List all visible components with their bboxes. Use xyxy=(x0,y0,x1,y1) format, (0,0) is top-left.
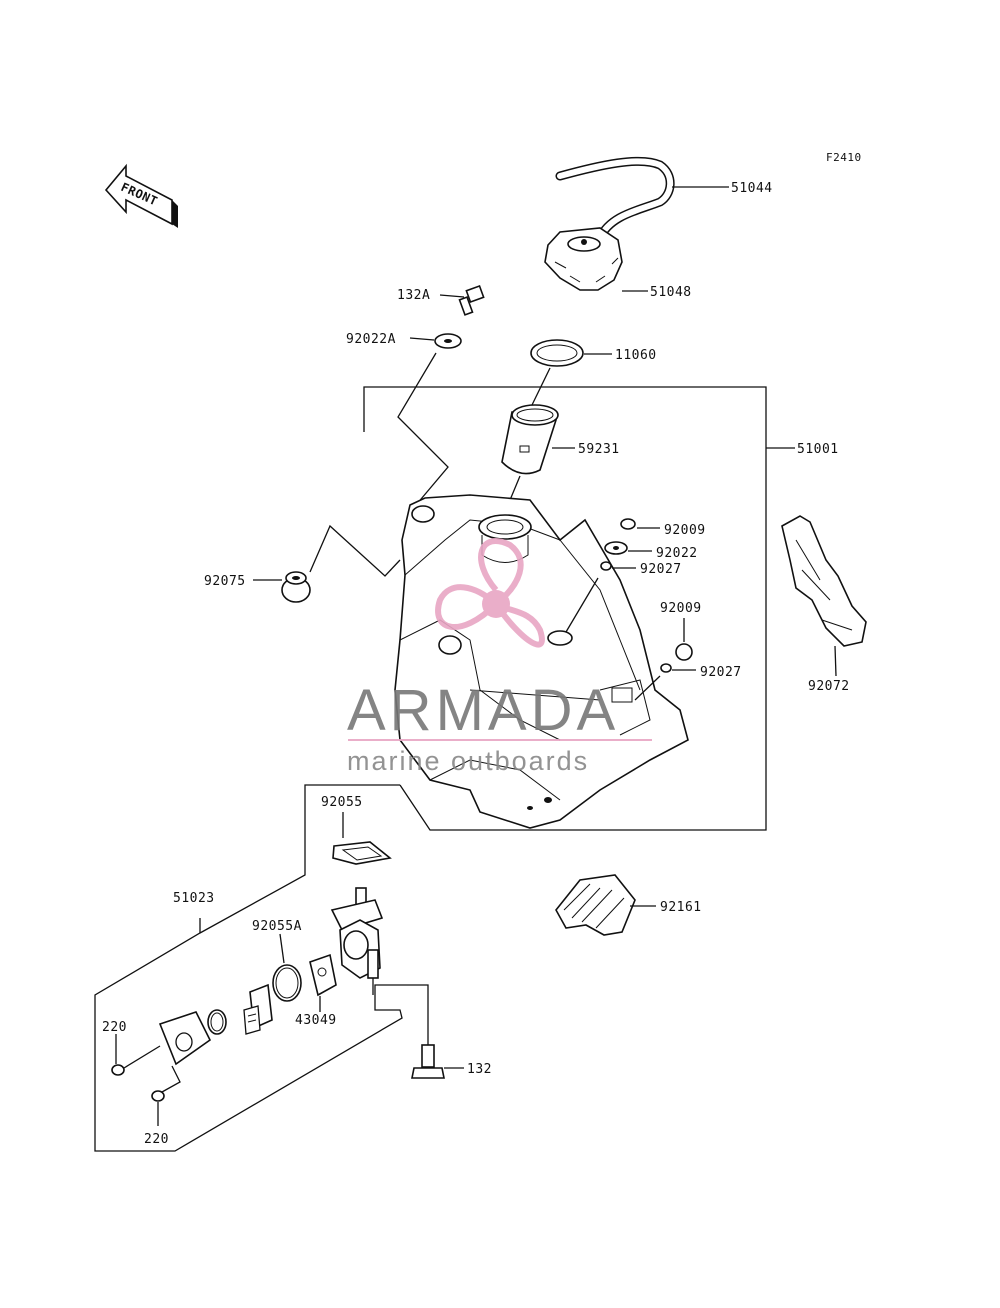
figure-code: F2410 xyxy=(826,151,862,164)
label-92161: 92161 xyxy=(660,900,702,915)
washer-92022 xyxy=(604,541,652,555)
fuel-cock-bracket xyxy=(94,784,429,1152)
watermark-tagline: marine outboards xyxy=(347,746,589,776)
label-92027-upper: 92027 xyxy=(640,562,682,577)
fuel-cock-cover-plate xyxy=(158,1011,212,1066)
fuel-cock-body xyxy=(330,887,384,995)
fuel-cap xyxy=(544,227,648,292)
gasket-43049 xyxy=(309,953,337,1012)
label-92055: 92055 xyxy=(321,795,363,810)
label-11060: 11060 xyxy=(615,348,657,363)
gasket-11060 xyxy=(530,339,612,406)
label-43049: 43049 xyxy=(295,1013,337,1028)
breather-hose xyxy=(555,156,729,243)
nut-92027-upper xyxy=(565,561,636,633)
label-220-upper: 220 xyxy=(102,1020,127,1035)
tank-strap-92072 xyxy=(781,515,867,677)
label-132a: 132A xyxy=(397,288,430,303)
label-92009-upper: 92009 xyxy=(664,523,706,538)
label-92075: 92075 xyxy=(204,574,246,589)
fuel-cock-lever xyxy=(243,983,273,1035)
tank-assembly-bracket xyxy=(363,386,795,831)
screw-220-lower xyxy=(151,1065,181,1126)
gasket-92055 xyxy=(332,812,392,865)
rubber-cover-92161 xyxy=(555,874,656,936)
label-51048: 51048 xyxy=(650,285,692,300)
front-arrow-icon: FRONT xyxy=(104,163,178,228)
o-ring-92055a xyxy=(272,933,302,1002)
fuel-filter-59231 xyxy=(501,404,575,513)
fuel-tank-body xyxy=(394,494,689,829)
label-92072: 92072 xyxy=(808,679,850,694)
watermark-logo-icon xyxy=(435,538,545,648)
nut-92027-lower xyxy=(634,663,696,701)
label-92022a: 92022A xyxy=(346,332,396,347)
label-51044: 51044 xyxy=(731,181,773,196)
bolt-92009-upper xyxy=(620,518,660,530)
small-o-ring xyxy=(207,1009,227,1035)
washer-92022a xyxy=(397,333,462,506)
bolt-132 xyxy=(411,1044,464,1079)
bolt-92009-lower xyxy=(675,618,693,661)
label-92027-lower: 92027 xyxy=(700,665,742,680)
armada-watermark: ARMADA marine outboards xyxy=(347,538,652,776)
damper-92075 xyxy=(253,524,401,603)
bolt-132a xyxy=(439,284,485,316)
screw-220-upper xyxy=(111,1034,161,1076)
watermark-brand: ARMADA xyxy=(347,678,619,743)
label-92022: 92022 xyxy=(656,546,698,561)
label-51023: 51023 xyxy=(173,891,215,906)
label-132: 132 xyxy=(467,1062,492,1077)
label-92055a: 92055A xyxy=(252,919,302,934)
label-59231: 59231 xyxy=(578,442,620,457)
label-51001: 51001 xyxy=(797,442,839,457)
label-220-lower: 220 xyxy=(144,1132,169,1147)
label-92009-lower: 92009 xyxy=(660,601,702,616)
